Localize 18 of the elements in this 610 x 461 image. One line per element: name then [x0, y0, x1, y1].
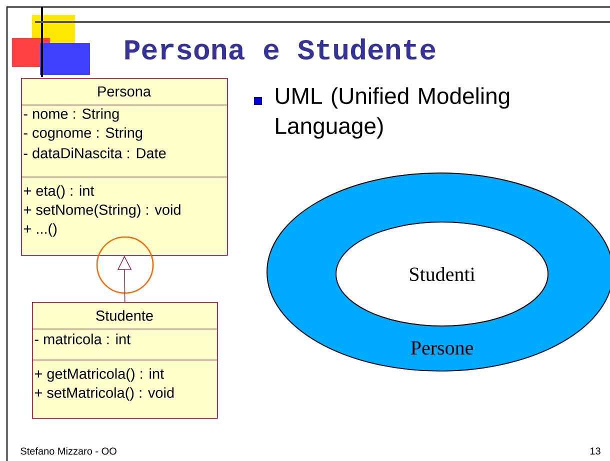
class-box: [20, 78, 228, 256]
class-box: [32, 302, 218, 419]
bullet-text: UML (Unified Modeling Language): [276, 87, 510, 139]
method-text: + eta() : int: [24, 185, 94, 199]
method-text: + setMatricola() : void: [34, 387, 174, 401]
footer-text: Stefano Mizzaro - OO: [20, 447, 116, 455]
attribute-text: - cognome : String: [24, 127, 142, 141]
attribute-text: - nome : String: [24, 108, 119, 122]
set-label: Persone: [410, 341, 473, 355]
class-name: Persona: [98, 86, 151, 97]
method-text: + getMatricola() : int: [34, 368, 164, 382]
method-text: + ...(): [24, 223, 57, 237]
class-name: Studente: [96, 310, 153, 321]
attribute-text: - matricola : int: [34, 334, 130, 344]
page-number: 13: [590, 447, 600, 455]
slide-title: Persona e Studente: [125, 38, 436, 60]
attribute-text: - dataDiNascita : Date: [24, 148, 166, 158]
method-text: + setNome(String) : void: [24, 204, 180, 218]
